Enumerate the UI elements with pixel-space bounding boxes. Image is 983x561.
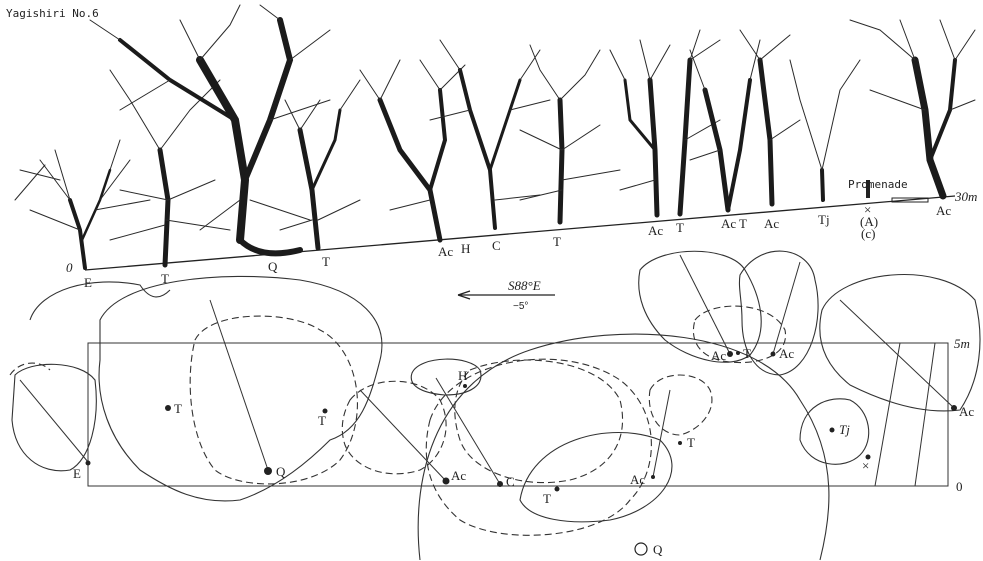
profile-label-t2: T bbox=[322, 254, 330, 269]
trunk-t4 bbox=[678, 441, 682, 445]
plan-label-q: Q bbox=[276, 464, 286, 479]
profile-tree-ac-h-c bbox=[359, 39, 551, 243]
plan-label-tj: Tj bbox=[839, 422, 850, 437]
trunk-e bbox=[85, 460, 91, 466]
diagram-title: Yagishiri No.6 bbox=[6, 7, 99, 20]
crown-projections-solid bbox=[11, 250, 981, 561]
bearing-slope: −5° bbox=[513, 301, 528, 312]
plan-width-label: 5m bbox=[954, 336, 970, 351]
profile-label-h: H bbox=[461, 241, 470, 256]
trunk-x bbox=[865, 454, 871, 460]
trunk-q bbox=[264, 467, 272, 475]
plan-label-x: × bbox=[862, 458, 869, 473]
trunk-ac2 bbox=[651, 475, 655, 479]
plan-label-ac1: Ac bbox=[451, 468, 466, 483]
trunk-ac5 bbox=[951, 405, 957, 411]
trunk-t2 bbox=[322, 408, 328, 414]
profile-marker-a bbox=[866, 180, 870, 198]
legend-q: Q bbox=[634, 542, 663, 557]
ground-line bbox=[84, 195, 956, 271]
profile-height-label: 30m bbox=[954, 189, 977, 204]
trunk-t5 bbox=[736, 351, 740, 355]
plan-label-ac2: Ac bbox=[630, 472, 645, 487]
profile-origin-label: 0 bbox=[66, 260, 73, 275]
profile-label-e: E bbox=[84, 275, 92, 290]
plan-label-t1: T bbox=[174, 401, 182, 416]
profile-tree-t2 bbox=[279, 79, 361, 251]
bearing-direction: S88°E bbox=[508, 278, 541, 293]
profile-tree-ac-t-mid bbox=[689, 29, 801, 213]
promenade-path bbox=[891, 197, 929, 203]
profile-label-ac4: Ac bbox=[764, 216, 779, 231]
legend-q-label: Q bbox=[653, 542, 663, 557]
profile-tree-ac-far bbox=[849, 19, 976, 200]
profile-label-a: (A) bbox=[860, 214, 878, 229]
plan-label-t5: T bbox=[743, 346, 751, 361]
profile-section: 0 30m Promenade bbox=[14, 4, 977, 290]
trunk-c bbox=[497, 481, 503, 487]
profile-label-ac5: Ac bbox=[936, 203, 951, 218]
profile-label-c2: (c) bbox=[861, 226, 875, 241]
crown-radius-lines bbox=[19, 254, 955, 487]
trunk-ac4 bbox=[770, 351, 776, 357]
profile-tree-t1 bbox=[109, 69, 231, 268]
profile-tree-q bbox=[89, 4, 331, 257]
profile-label-x: × bbox=[864, 202, 871, 217]
profile-label-t1: T bbox=[161, 271, 169, 286]
trunk-ac3 bbox=[727, 351, 733, 357]
plan-label-e: E bbox=[73, 466, 81, 481]
plan-label-ac3: Ac bbox=[711, 348, 726, 363]
profile-label-ac3: Ac bbox=[721, 216, 736, 231]
profile-tree-ac-t-right bbox=[609, 29, 721, 218]
profile-trees bbox=[14, 4, 976, 270]
plan-origin-label: 0 bbox=[956, 479, 963, 494]
trunk-t1 bbox=[165, 405, 171, 411]
profile-tree-t3 bbox=[519, 44, 621, 225]
plan-labels: E T Q T H Ac C T T Ac Ac T Ac Tj × Ac bbox=[73, 346, 974, 506]
profile-tree-e bbox=[14, 139, 151, 270]
plan-label-h: H bbox=[458, 368, 467, 383]
profile-tree-tj bbox=[789, 59, 861, 202]
trunk-h bbox=[463, 384, 467, 388]
profile-label-t5: T bbox=[739, 216, 747, 231]
plan-label-c: C bbox=[506, 474, 515, 489]
plan-label-t4: T bbox=[687, 435, 695, 450]
plan-label-ac4: Ac bbox=[779, 346, 794, 361]
promenade-label: Promenade bbox=[848, 178, 908, 191]
legend-q-circle-icon bbox=[634, 542, 648, 556]
trunk-t3 bbox=[554, 486, 560, 492]
profile-label-ac2: Ac bbox=[648, 223, 663, 238]
trunk-tj bbox=[829, 427, 835, 433]
profile-label-c: C bbox=[492, 238, 501, 253]
plot-boundary bbox=[87, 342, 949, 487]
plan-label-ac5: Ac bbox=[959, 404, 974, 419]
crown-projections-dashed bbox=[9, 305, 787, 536]
plan-label-t2: T bbox=[318, 413, 326, 428]
profile-label-ac1: Ac bbox=[438, 244, 453, 259]
plan-label-t3: T bbox=[543, 491, 551, 506]
profile-label-q: Q bbox=[268, 259, 278, 274]
bearing-indicator: S88°E −5° bbox=[457, 278, 555, 312]
profile-label-t4: T bbox=[676, 220, 684, 235]
profile-label-t3: T bbox=[553, 234, 561, 249]
plan-section: 5m 0 bbox=[9, 250, 981, 561]
trunk-points bbox=[85, 351, 957, 492]
trunk-ac1 bbox=[442, 477, 450, 485]
profile-labels: E T Q T Ac H C T Ac T Ac T Ac Tj × (A) (… bbox=[84, 202, 951, 290]
profile-label-tj: Tj bbox=[818, 212, 830, 227]
